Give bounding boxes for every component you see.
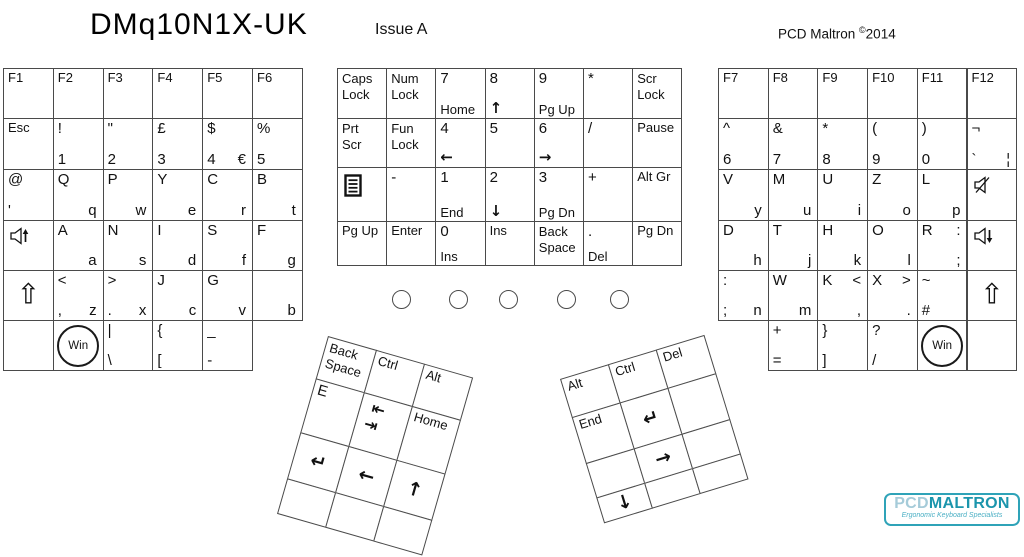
win-icon: Win [918,321,967,370]
key-dollar: $4€ [202,118,253,170]
key-f12: F12 [966,68,1018,119]
enter-icon: ↵ [307,448,330,475]
key-underscore: _- [202,320,253,371]
key-shift: ⇧ [3,270,54,321]
key-greater-than: >.x [102,270,154,321]
key-menu [337,167,388,222]
shift-icon: ⇧ [16,277,41,311]
key-esc: Esc [3,118,54,170]
logo-maltron-text: MALTRON [928,495,1010,512]
menu-icon [344,174,363,201]
key-exclaim: !1 [52,118,104,170]
key-ins: Ins [484,221,535,266]
key-asterisk: *8 [817,118,869,170]
key-question: ?/ [867,320,918,371]
key-caret: ^6 [718,118,769,170]
key-win: Win [916,320,968,371]
key-shift: ⇧ [966,270,1018,321]
copyright-year: 2014 [865,26,896,42]
key-plus: += [767,320,819,371]
maltron-logo: PCDMALTRON Ergonomic Keyboard Specialist… [884,493,1020,526]
win-icon: Win [54,321,103,370]
key-r: R:; [916,220,968,271]
key-f6: F6 [252,68,303,119]
key-volume-down [966,220,1018,271]
key-enter: Enter [386,221,437,266]
key-quote: "2 [102,118,154,170]
key-asterisk: * [583,68,634,119]
logo-pcd-text: PCD [894,495,929,512]
arrow-left-icon: ← [355,462,378,489]
copyright-symbol: © [859,25,866,35]
key-2: 2↓ [484,167,535,222]
led-indicator [392,290,411,309]
key-less-than: <,z [52,270,104,321]
led-indicator [499,290,518,309]
win-logo-circle: Win [57,324,100,367]
key-f11: F11 [916,68,968,119]
mute-icon [973,176,996,197]
key-colon: :;n [718,270,769,321]
led-indicator-row [392,290,629,309]
key-f1: F1 [3,68,54,119]
key-pg-up: Pg Up [337,221,388,266]
copyright-note: PCD Maltron ©2014 [778,25,896,42]
arrow-down-icon: ↓ [613,489,636,515]
arrow-right-icon: → [652,444,674,471]
shift-icon: ⇧ [980,277,1004,311]
volume-up-icon [10,227,32,248]
key-pg-dn: Pg Dn [632,221,683,266]
win-logo-circle: Win [921,324,964,367]
key-blank [966,320,1018,371]
key-f3: F3 [102,68,154,119]
led-indicator [449,290,468,309]
key-dot: .Del [583,221,634,266]
led-indicator [610,290,629,309]
logo-tagline: Ergonomic Keyboard Specialists [901,512,1003,519]
copyright-name: PCD Maltron [778,26,860,42]
key-k: K<, [817,270,869,321]
key-5: 5 [484,118,535,168]
key-alt-gr: Alt Gr [632,167,683,222]
key-ampersand: &7 [767,118,819,170]
key-win: Win [52,320,104,371]
key-b: b [252,270,303,321]
arrow-up-icon: ↑ [403,476,426,502]
tab-icon: ⇤⇥ [361,398,388,436]
led-indicator [557,290,576,309]
enter-icon: ↵ [639,404,662,431]
key-pause: Pause [632,118,683,168]
logo-wordmark: PCDMALTRON [886,496,1018,512]
key-f5: F5 [202,68,253,119]
volume-down-icon [973,227,996,248]
key-f8: F8 [767,68,819,119]
issue-label: Issue A [375,21,428,38]
key-slash: / [583,118,634,168]
page-title: DMq10N1X-UK [90,8,308,41]
key-at: @' [3,169,54,221]
